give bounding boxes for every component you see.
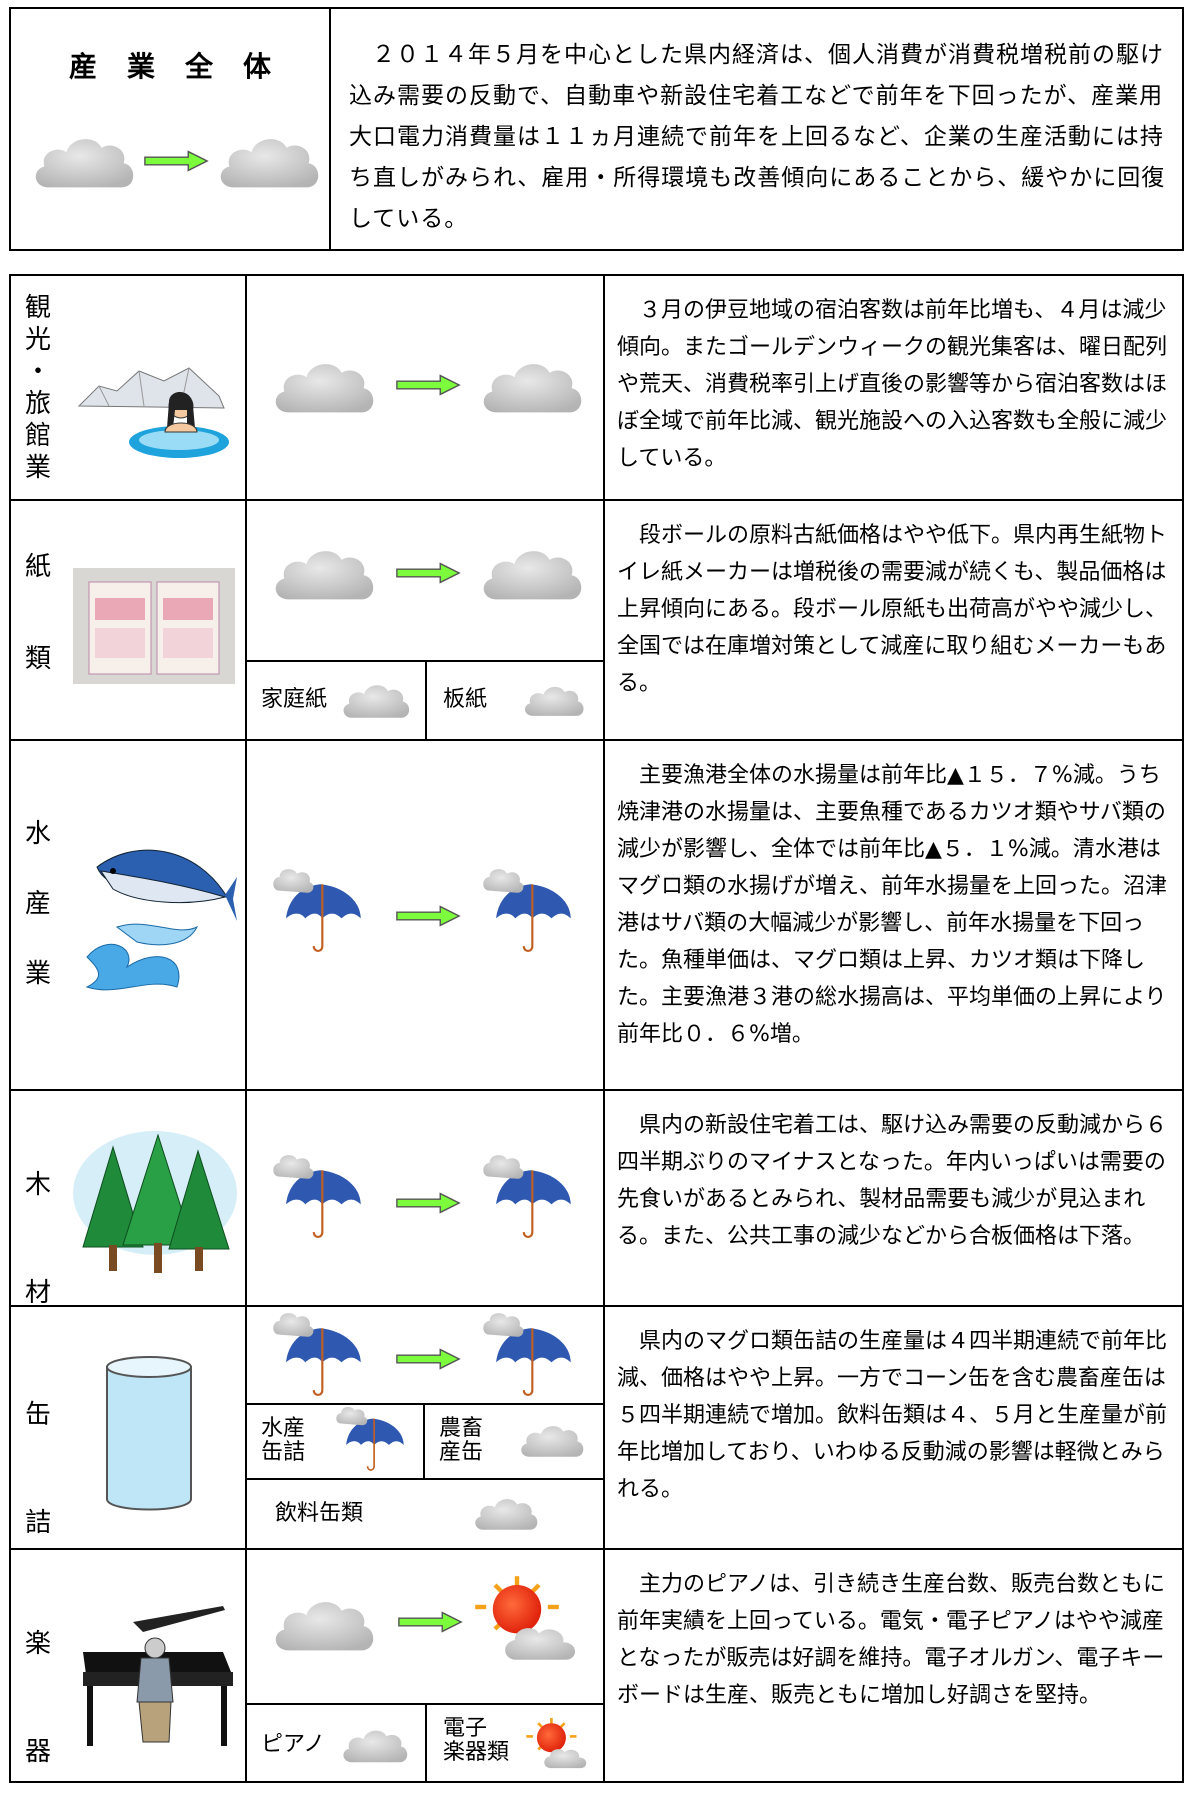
sub-item: 飲料缶類 <box>247 1480 603 1548</box>
sub-item: 電子 楽器類 <box>425 1705 603 1781</box>
sub-item-label: 飲料缶類 <box>275 1501 364 1526</box>
sub-item-label: 家庭紙 <box>261 687 328 712</box>
sub-item: 板紙 <box>425 662 603 739</box>
overall-text: ２０１４年５月を中心とした県内経済は、個人消費が消費税増税前の駆け込み需要の反動… <box>349 42 1166 232</box>
tuna-illustration <box>85 849 237 991</box>
sector-canned-goods: 缶詰 水産 缶詰 農畜 産缶 飲料缶類 <box>9 1307 1184 1550</box>
sub-forecast-row: ピアノ 電子 楽器類 <box>247 1703 603 1781</box>
overall-title: 産業全体 <box>68 50 301 83</box>
sector-text: 主力のピアノは、引き続き生産台数、販売台数ともに前年実績を上回っている。電気・電… <box>617 1572 1166 1708</box>
sub-item: 家庭紙 <box>247 662 425 739</box>
sector-text: ３月の伊豆地域の宿泊客数は前年比増も、４月は減少傾向。またゴールデンウィークの観… <box>617 298 1168 471</box>
cloudy-icon <box>339 1723 411 1767</box>
sector-musical-instruments: 楽器 ピアノ 電子 楽器類 主力のピアノは、引き続き生産台数、 <box>9 1550 1184 1783</box>
arrow-right-icon <box>395 1347 461 1371</box>
overall-forecast: 産業全体 <box>11 9 331 249</box>
cloudy-icon <box>214 129 324 193</box>
forecast-cell <box>247 276 605 499</box>
toilet-paper-illustration <box>73 568 235 684</box>
forecast-cell: ピアノ 電子 楽器類 <box>247 1550 605 1781</box>
piano-illustration <box>83 1606 233 1746</box>
sub-item-label: 水産 缶詰 <box>261 1416 306 1465</box>
forecast-cell: 家庭紙 板紙 <box>247 501 605 739</box>
rain-icon <box>333 1407 407 1473</box>
can-illustration <box>106 1356 192 1511</box>
sector-paper: 紙類 家庭紙 板紙 段ボールの原料古紙価格はやや低下。県内再生紙物トイレ紙メ <box>9 501 1184 741</box>
cloudy-icon <box>517 1419 587 1461</box>
hot-spring-illustration <box>77 367 229 458</box>
sector-name: 楽器 <box>25 1629 52 1767</box>
sector-name: 水産業 <box>25 819 52 989</box>
cloudy-icon <box>477 541 587 605</box>
rain-icon <box>269 1313 365 1399</box>
sub-item-label: 農畜 産缶 <box>439 1416 484 1465</box>
arrow-right-icon <box>395 373 461 397</box>
cloudy-icon <box>471 1492 541 1534</box>
sub-forecast-row: 家庭紙 板紙 <box>247 660 603 739</box>
sector-name: 紙類 <box>25 552 52 674</box>
sub-item-label: 電子 楽器類 <box>443 1716 510 1765</box>
forest-illustration <box>73 1131 237 1273</box>
arrow-right-icon <box>143 149 209 173</box>
sector-fishery: 水産業 主要漁港全体の水揚量は前年比▲１５．７%減。うち焼津港の水揚量は、主要魚… <box>9 741 1184 1091</box>
sector-name: 缶詰 <box>25 1400 52 1538</box>
sub-forecast-table: 水産 缶詰 農畜 産缶 飲料缶類 <box>247 1403 603 1548</box>
arrow-right-icon <box>395 1191 461 1215</box>
forecast-cell <box>247 741 605 1089</box>
sub-item: 農畜 産缶 <box>423 1405 603 1478</box>
rain-icon <box>269 869 365 955</box>
rain-icon <box>479 1313 575 1399</box>
sector-text: 県内のマグロ類缶詰の生産量は４四半期連続で前年比減、価格はやや上昇。一方でコーン… <box>617 1329 1168 1502</box>
sector-timber: 木材 県内の新設住宅着工は、駆け込み需要の反動減から６四半期ぶりのマイナスとなっ… <box>9 1091 1184 1308</box>
sub-item: ピアノ <box>247 1705 425 1781</box>
sun-cloud-icon <box>525 1715 591 1771</box>
sub-item-label: ピアノ <box>261 1732 326 1757</box>
arrow-right-icon <box>395 904 461 928</box>
overall-summary: 産業全体 ２０１４年５月を中心とした県内経済は、個人消費が消費税増税前の駆け込み… <box>9 7 1184 251</box>
arrow-right-icon <box>397 1610 463 1634</box>
sector-tourism: 観光・旅館業 ３月の伊豆地域の宿泊客数は前年比増も、４月は減少傾向。またゴールデ… <box>9 274 1184 501</box>
rain-icon <box>479 869 575 955</box>
sub-item: 水産 缶詰 <box>247 1405 423 1478</box>
cloudy-icon <box>477 354 587 418</box>
sector-text: 主要漁港全体の水揚量は前年比▲１５．７%減。うち焼津港の水揚量は、主要魚種である… <box>617 763 1168 1047</box>
cloudy-icon <box>269 541 379 605</box>
cloudy-icon <box>521 680 587 720</box>
cloudy-icon <box>29 129 139 193</box>
cloudy-icon <box>269 354 379 418</box>
cloudy-icon <box>339 678 413 722</box>
sub-item-label: 板紙 <box>443 687 488 712</box>
sector-name: 観光・旅館業 <box>25 293 52 483</box>
rain-icon <box>479 1155 575 1241</box>
forecast-cell: 水産 缶詰 農畜 産缶 飲料缶類 <box>247 1307 605 1548</box>
cloudy-icon <box>269 1592 379 1656</box>
arrow-right-icon <box>395 561 461 585</box>
sector-name: 木材 <box>25 1170 52 1308</box>
forecast-cell <box>247 1091 605 1305</box>
sector-text: 県内の新設住宅着工は、駆け込み需要の反動減から６四半期ぶりのマイナスとなった。年… <box>617 1113 1168 1249</box>
sun-cloud-icon <box>473 1574 583 1662</box>
sector-text: 段ボールの原料古紙価格はやや低下。県内再生紙物トイレ紙メーカーは増税後の需要減が… <box>617 523 1168 696</box>
rain-icon <box>269 1155 365 1241</box>
